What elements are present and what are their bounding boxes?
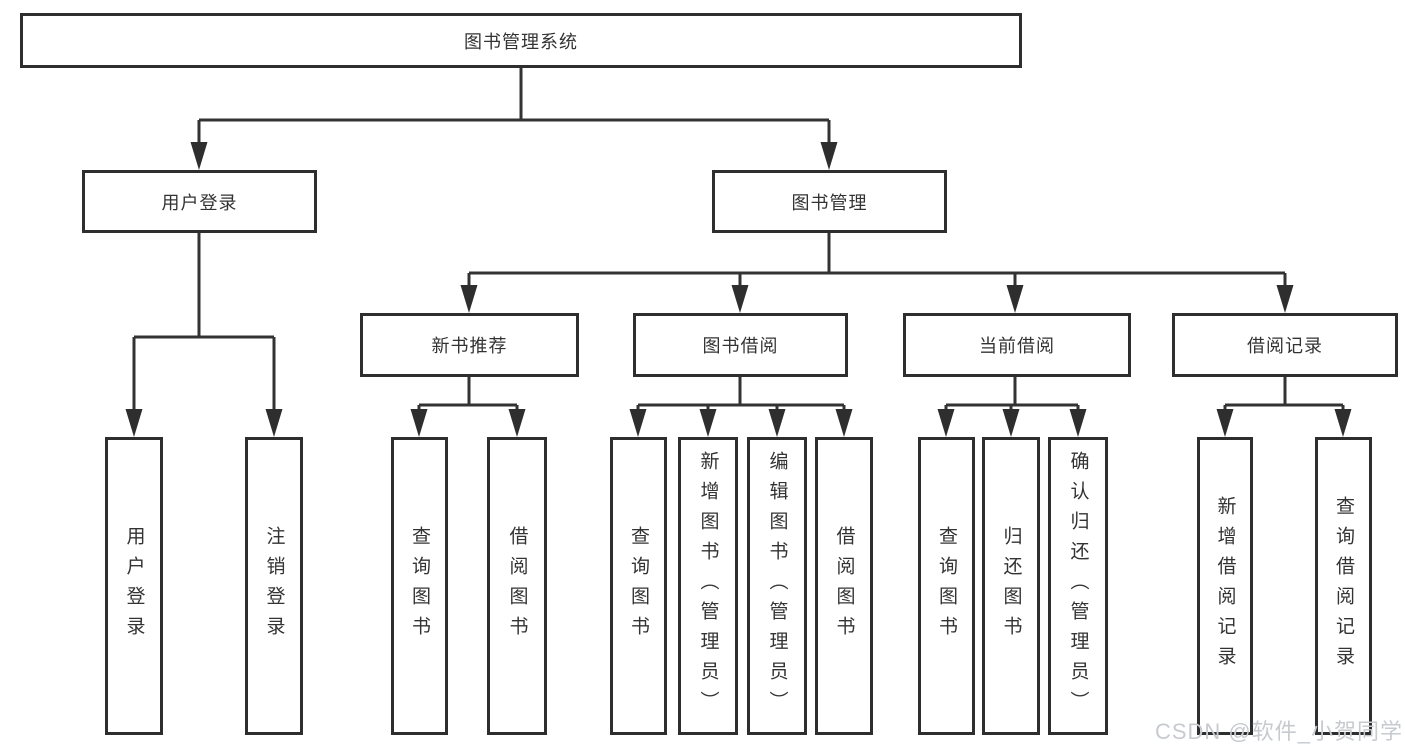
leaf-confirm-return-admin: 确认归还（管理员） [1048, 437, 1108, 735]
leaf-add-borrow-record-label: 新增借阅记录 [1214, 496, 1236, 676]
leaf-query-books-recommend-label: 查询图书 [409, 526, 430, 646]
leaf-add-book-admin-label: 新增图书（管理员） [697, 451, 719, 721]
leaf-confirm-return-admin-label: 确认归还（管理员） [1067, 451, 1089, 721]
leaf-borrow-books: 借阅图书 [815, 437, 873, 735]
leaf-return-books-label: 归还图书 [1000, 526, 1022, 646]
node-library-system: 图书管理系统 [20, 13, 1022, 68]
leaf-query-books-borrowing: 查询图书 [610, 437, 667, 735]
node-user-login-label: 用户登录 [161, 192, 238, 213]
node-user-login: 用户登录 [82, 170, 317, 233]
csdn-watermark: CSDN @软件_小贺同学 [1154, 719, 1403, 744]
node-current-borrowing: 当前借阅 [903, 313, 1131, 377]
node-book-borrowing: 图书借阅 [633, 313, 848, 377]
node-book-borrowing-label: 图书借阅 [702, 336, 779, 356]
leaf-borrow-books-label: 借阅图书 [833, 526, 855, 646]
leaf-query-books-current-label: 查询图书 [936, 526, 957, 646]
node-current-borrowing-label: 当前借阅 [979, 336, 1055, 356]
node-borrowing-records: 借阅记录 [1172, 313, 1398, 377]
leaf-logout-label: 注销登录 [263, 526, 285, 646]
leaf-query-books-recommend: 查询图书 [391, 437, 448, 735]
leaf-return-books: 归还图书 [982, 437, 1040, 735]
node-new-book-recommendation: 新书推荐 [360, 313, 579, 377]
leaf-query-borrow-record: 查询借阅记录 [1315, 437, 1372, 735]
node-borrowing-records-label: 借阅记录 [1247, 336, 1323, 356]
node-library-system-label: 图书管理系统 [464, 31, 578, 52]
leaf-user-login: 用户登录 [105, 437, 163, 735]
leaf-edit-book-admin: 编辑图书（管理员） [747, 437, 807, 735]
leaf-logout: 注销登录 [245, 437, 303, 735]
leaf-query-borrow-record-label: 查询借阅记录 [1333, 496, 1354, 676]
leaf-borrow-books-recommend: 借阅图书 [487, 437, 547, 735]
node-book-management: 图书管理 [712, 170, 947, 233]
arrowhead-icons [125, 142, 1352, 437]
leaf-user-login-label: 用户登录 [123, 526, 145, 646]
leaf-add-borrow-record: 新增借阅记录 [1197, 437, 1253, 735]
node-book-management-label: 图书管理 [791, 192, 868, 213]
leaf-query-books-current: 查询图书 [918, 437, 975, 735]
leaf-borrow-books-recommend-label: 借阅图书 [506, 526, 528, 646]
leaf-add-book-admin: 新增图书（管理员） [678, 437, 738, 735]
leaf-query-books-borrowing-label: 查询图书 [628, 526, 649, 646]
node-new-book-recommendation-label: 新书推荐 [431, 336, 508, 356]
leaf-edit-book-admin-label: 编辑图书（管理员） [766, 451, 788, 721]
